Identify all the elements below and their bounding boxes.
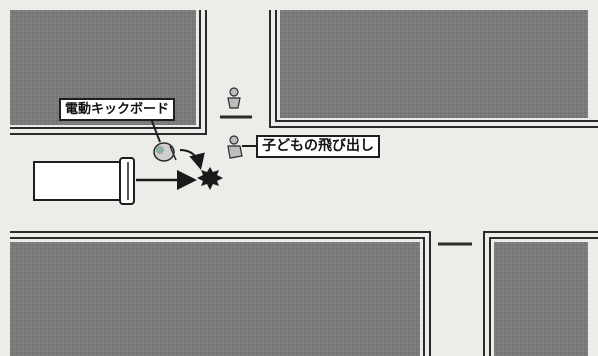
scooter-path-arrow xyxy=(179,149,205,170)
scooter-rider-icon xyxy=(153,142,177,162)
scooter-label: 電動キックボード xyxy=(59,98,176,121)
collision-burst-icon xyxy=(197,167,223,190)
child-figure-icon-running xyxy=(227,135,243,159)
child-runout-label: 子どもの飛び出し xyxy=(256,135,380,158)
city-block-bottom-left xyxy=(10,242,420,356)
city-block-top-right xyxy=(280,10,588,118)
truck xyxy=(33,157,135,205)
child-figure-icon-upper xyxy=(227,87,241,109)
city-block-bottom-right xyxy=(494,242,588,356)
road-edge-lines xyxy=(10,10,598,356)
